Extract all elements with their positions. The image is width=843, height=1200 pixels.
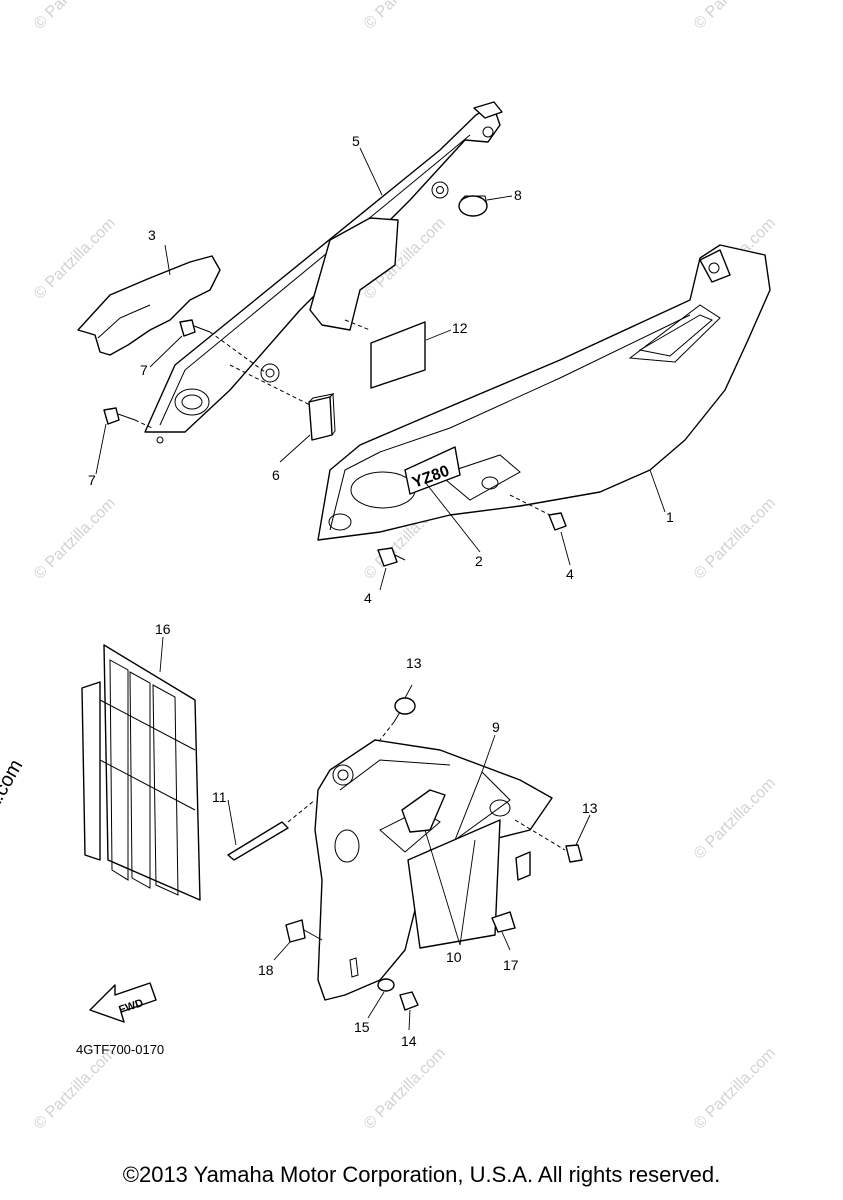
part-13-bolt: [379, 697, 416, 741]
callout-4: 4: [364, 590, 372, 606]
leader-lines: [95, 147, 666, 1031]
callout-16: 16: [155, 621, 171, 637]
callout-13: 13: [582, 800, 598, 816]
callout-7: 7: [140, 362, 148, 378]
callout-18: 18: [258, 962, 274, 978]
watermark: © Partzilla.com: [691, 0, 779, 33]
callout-5: 5: [352, 133, 360, 149]
callout-12: 12: [452, 320, 468, 336]
callout-9: 9: [492, 719, 500, 735]
part-14-bolt: [399, 991, 419, 1011]
part-7-bolt: [179, 319, 266, 373]
watermark: © Partzilla.com: [31, 0, 119, 33]
callout-8: 8: [514, 187, 522, 203]
part-8-grommet: [458, 195, 488, 217]
copyright-notice: ©2013 Yamaha Motor Corporation, U.S.A. A…: [122, 1162, 721, 1187]
part-3-guard: [77, 255, 221, 356]
watermark: © Partzilla.com: [361, 0, 449, 33]
part-13-bolt: [514, 819, 583, 863]
callout-15: 15: [354, 1019, 370, 1035]
part-4-bolt: [509, 494, 567, 531]
assembly-line: [287, 799, 316, 823]
assembly-line: [229, 364, 311, 406]
diagram-code: 4GTF700-0170: [76, 1042, 165, 1057]
callout-3: 3: [148, 227, 156, 243]
watermark-group: © Partzilla.com © Partzilla.com © Partzi…: [31, 0, 779, 1133]
part-9-shroud: [314, 739, 553, 1001]
part-5-bracket: [144, 101, 503, 444]
watermark: © Partzilla.com: [31, 215, 119, 303]
callout-7: 7: [88, 472, 96, 488]
part-7-bolt: [103, 407, 153, 429]
fwd-arrow-icon: FWD: [89, 982, 157, 1023]
part-17-nut: [491, 851, 531, 933]
callout-13: 13: [406, 655, 422, 671]
callout-6: 6: [272, 467, 280, 483]
part-4-bolt: [377, 547, 406, 567]
callout-1: 1: [666, 509, 674, 525]
watermark: © Partzilla.com: [691, 775, 779, 863]
watermark: © Partzilla.com: [691, 495, 779, 583]
callout-14: 14: [401, 1033, 417, 1049]
part-11-strip: [227, 821, 289, 861]
callout-17: 17: [503, 957, 519, 973]
watermark: © Partzilla.com: [31, 495, 119, 583]
part-15-washer: [377, 978, 395, 992]
callout-2: 2: [475, 553, 483, 569]
part-12-label: [370, 321, 426, 389]
callout-labels: 1 2 3 4 4 5 6 7 7 8 9 10 11 12 13 13 14 …: [88, 133, 674, 1049]
callout-10: 10: [446, 949, 462, 965]
part-18-clip: [285, 919, 323, 943]
part-16-radiator-guard: [81, 644, 201, 901]
part-6-damper: [308, 392, 336, 441]
watermark: © Partzilla.com: [691, 1045, 779, 1133]
watermark: © Partzilla.com: [31, 1045, 119, 1133]
callout-11: 11: [212, 789, 227, 805]
callout-4: 4: [566, 566, 574, 582]
watermark: © Partzilla.com: [361, 1045, 449, 1133]
assembly-line: [344, 319, 371, 331]
part-10-graphic: [401, 789, 446, 833]
